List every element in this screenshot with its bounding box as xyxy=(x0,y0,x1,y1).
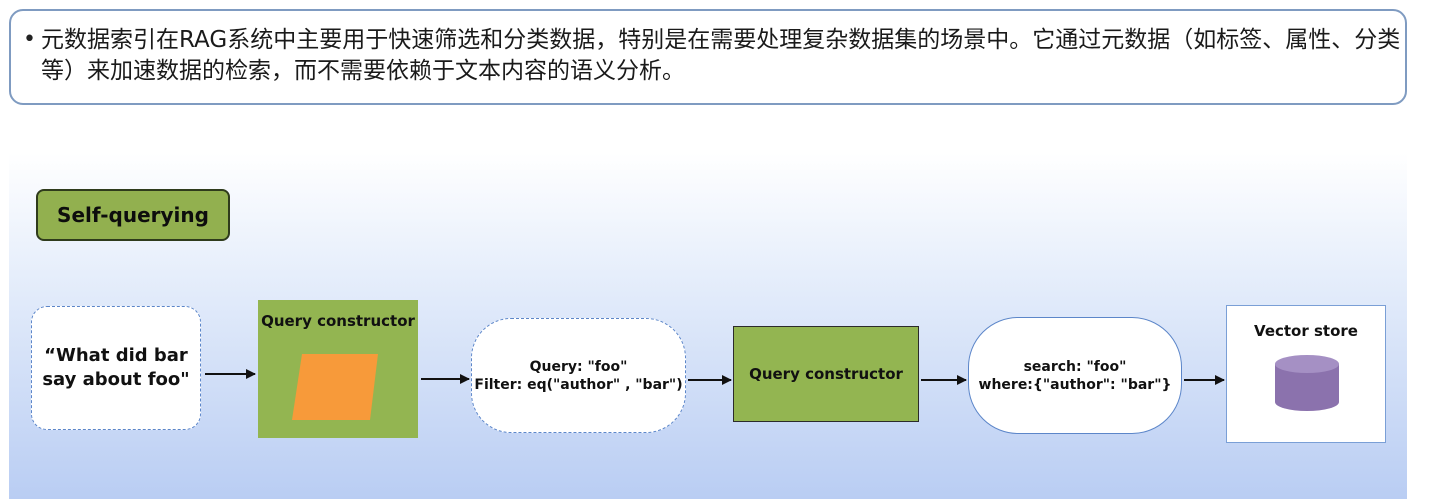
structured-query-box: Query: "foo" Filter: eq("author" , "bar"… xyxy=(471,318,686,433)
description-text: 元数据索引在RAG系统中主要用于快速筛选和分类数据，特别是在需要处理复杂数据集的… xyxy=(41,27,1401,84)
self-querying-title: Self-querying xyxy=(36,189,230,241)
filter-line: Filter: eq("author" , "bar") xyxy=(474,376,683,393)
where-line: where:{"author": "bar"} xyxy=(978,376,1172,393)
query-constructor-1-label: Query constructor xyxy=(261,312,415,330)
search-line: search: "foo" xyxy=(1023,358,1127,375)
user-question-box: “What did bar say about foo" xyxy=(31,306,201,430)
vector-store-box: Vector store xyxy=(1226,305,1386,443)
query-constructor-block-2: Query constructor xyxy=(733,326,919,422)
query-line: Query: "foo" xyxy=(529,358,628,375)
description-box: • 元数据索引在RAG系统中主要用于快速筛选和分类数据，特别是在需要处理复杂数据… xyxy=(9,9,1407,105)
diagram-panel xyxy=(9,153,1407,499)
search-request-box: search: "foo" where:{"author": "bar"} xyxy=(968,317,1182,434)
bullet-marker: • xyxy=(23,27,36,52)
database-cylinder-icon xyxy=(1275,355,1339,411)
parallelogram-icon xyxy=(292,354,378,420)
vector-store-label: Vector store xyxy=(1254,322,1358,340)
query-constructor-block-1: Query constructor xyxy=(258,300,418,438)
